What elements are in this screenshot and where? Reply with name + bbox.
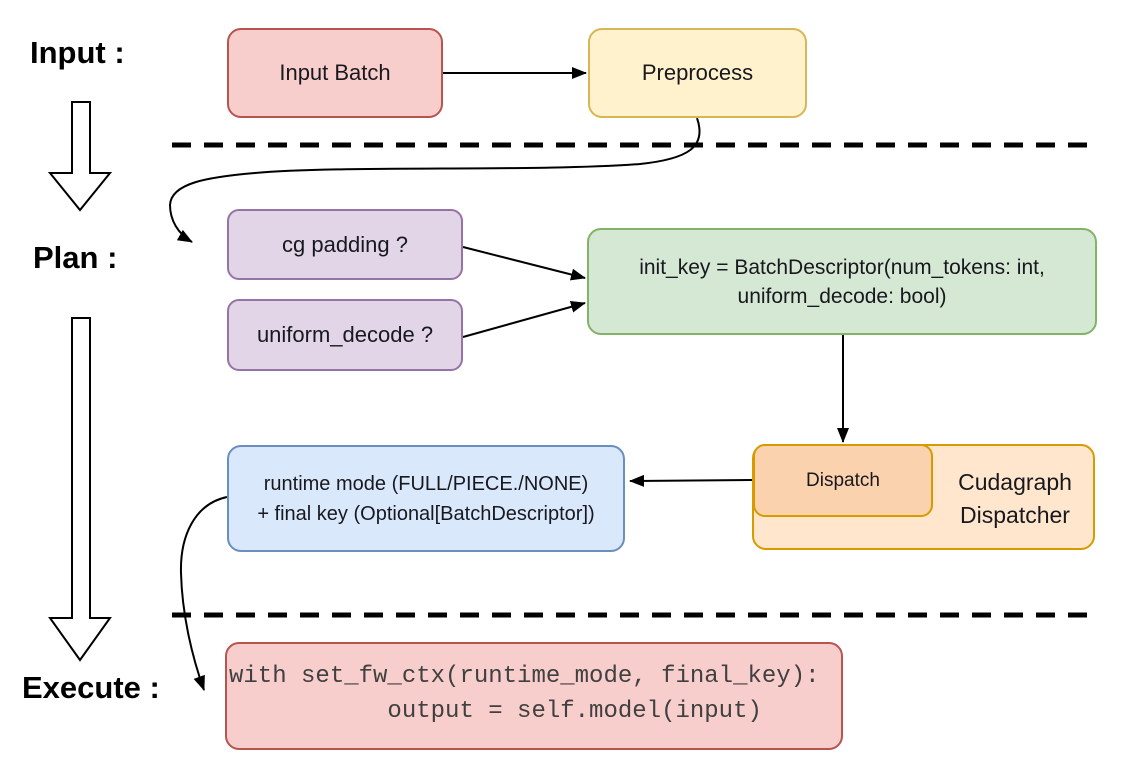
input-to-plan-arrow [47,101,113,212]
node-cg-padding: cg padding ? [227,209,463,280]
plan-to-execute-arrow [48,317,112,662]
node-cg-padding-label: cg padding ? [282,231,408,257]
cudagraph-dispatcher-line1: Cudagraph [958,469,1072,495]
node-init-key: init_key = BatchDescriptor(num_tokens: i… [587,228,1097,335]
node-runtime-line2: + final key (Optional[BatchDescriptor]) [257,502,595,525]
execute-code-text: with set_fw_ctx(runtime_mode, final_key)… [227,644,820,729]
node-input-batch-label: Input Batch [279,60,391,85]
node-uniform-decode-label: uniform_decode ? [256,322,434,347]
stage-label-execute: Execute : [22,670,160,705]
cudagraph-dispatcher-line2: Dispatcher [960,502,1070,528]
node-dispatch-label: Dispatch [806,469,880,491]
node-dispatch: Dispatch [753,444,933,517]
node-runtime-line1: runtime mode (FULL/PIECE./NONE) [263,472,589,495]
node-input-batch: Input Batch [227,28,443,118]
node-preprocess: Preprocess [588,28,807,118]
arrow-runtime-to-execute [179,496,228,691]
node-uniform-decode: uniform_decode ? [227,299,463,371]
arrow-dispatch-to-runtime [629,474,753,487]
node-execute-code: with set_fw_ctx(runtime_mode, final_key)… [225,642,843,750]
node-runtime-mode: runtime mode (FULL/PIECE./NONE) + final … [227,445,625,552]
stage-label-input: Input : [30,35,125,70]
execute-code-line2: output = self.model(input) [286,698,762,725]
node-init-key-line1: init_key = BatchDescriptor(num_tokens: i… [639,255,1045,279]
arrow-preprocess-to-cgpadding [168,117,701,243]
stage-label-plan: Plan : [33,240,118,275]
cudagraph-dispatcher-label: Cudagraph Dispatcher [933,466,1097,532]
execute-code-line1: with set_fw_ctx(runtime_mode, final_key)… [229,663,820,690]
arrow-uniformdecode-to-initkey [462,300,586,338]
node-preprocess-label: Preprocess [641,60,754,85]
arrow-cgpadding-to-initkey [462,246,586,281]
node-init-key-line2: uniform_decode: bool) [737,284,947,308]
